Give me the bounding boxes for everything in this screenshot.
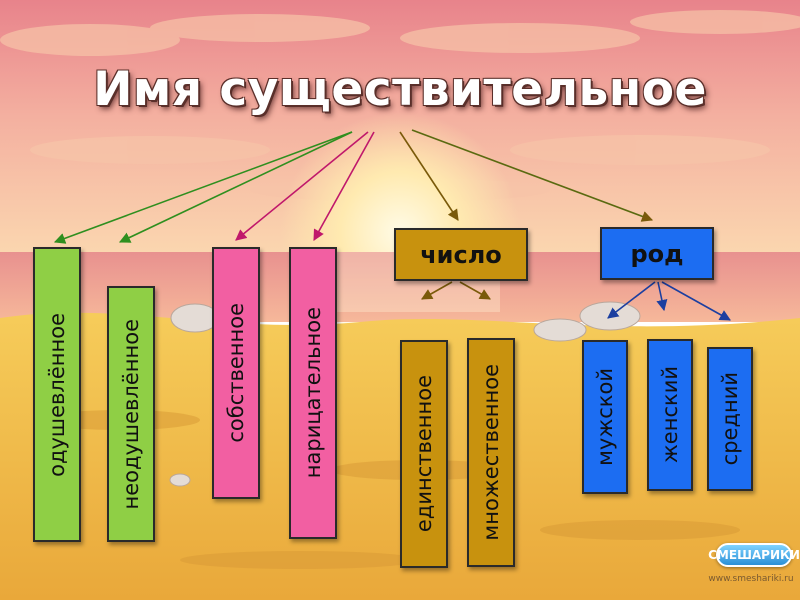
- box-inanimate-label: неодушевлённое: [118, 318, 143, 510]
- box-masculine-label: мужской: [592, 368, 617, 466]
- box-inanimate: неодушевлённое: [107, 286, 155, 542]
- logo-url: www.smeshariki.ru: [708, 574, 794, 584]
- box-plural-label: множественное: [478, 364, 503, 541]
- arrow-to-singular: [421, 281, 453, 300]
- arrow-to-number: [399, 131, 459, 221]
- box-plural: множественное: [467, 338, 515, 567]
- arrow-to-neuter: [661, 281, 731, 321]
- page-title: Имя существительное: [93, 62, 707, 117]
- box-common-label: нарицательное: [300, 307, 325, 479]
- box-neuter: средний: [707, 347, 753, 491]
- box-feminine: женский: [647, 339, 693, 491]
- arrow-to-common: [313, 131, 375, 241]
- box-common: нарицательное: [289, 247, 337, 539]
- box-masculine: мужской: [582, 340, 628, 494]
- arrow-to-feminine: [656, 281, 668, 312]
- box-gender-label: род: [630, 239, 684, 268]
- arrow-to-gender: [411, 129, 654, 222]
- box-neuter-label: средний: [717, 372, 742, 466]
- box-animate-label: одушевлённое: [44, 312, 69, 477]
- box-singular: единственное: [400, 340, 448, 568]
- smeshariki-logo: СМЕШАРИКИ: [708, 543, 800, 567]
- box-number: число: [394, 228, 528, 281]
- arrow-to-masculine: [607, 281, 656, 319]
- box-singular-label: единственное: [411, 375, 436, 533]
- box-gender: род: [600, 227, 714, 280]
- box-animate: одушевлённое: [33, 247, 81, 542]
- arrow-to-animate: [53, 131, 353, 244]
- arrow-to-proper: [235, 131, 369, 241]
- box-proper-label: собственное: [223, 303, 248, 443]
- box-number-label: число: [420, 240, 502, 269]
- box-proper: собственное: [212, 247, 260, 499]
- box-feminine-label: женский: [657, 366, 682, 464]
- arrow-to-plural: [459, 281, 491, 300]
- arrow-to-inanimate: [118, 131, 353, 243]
